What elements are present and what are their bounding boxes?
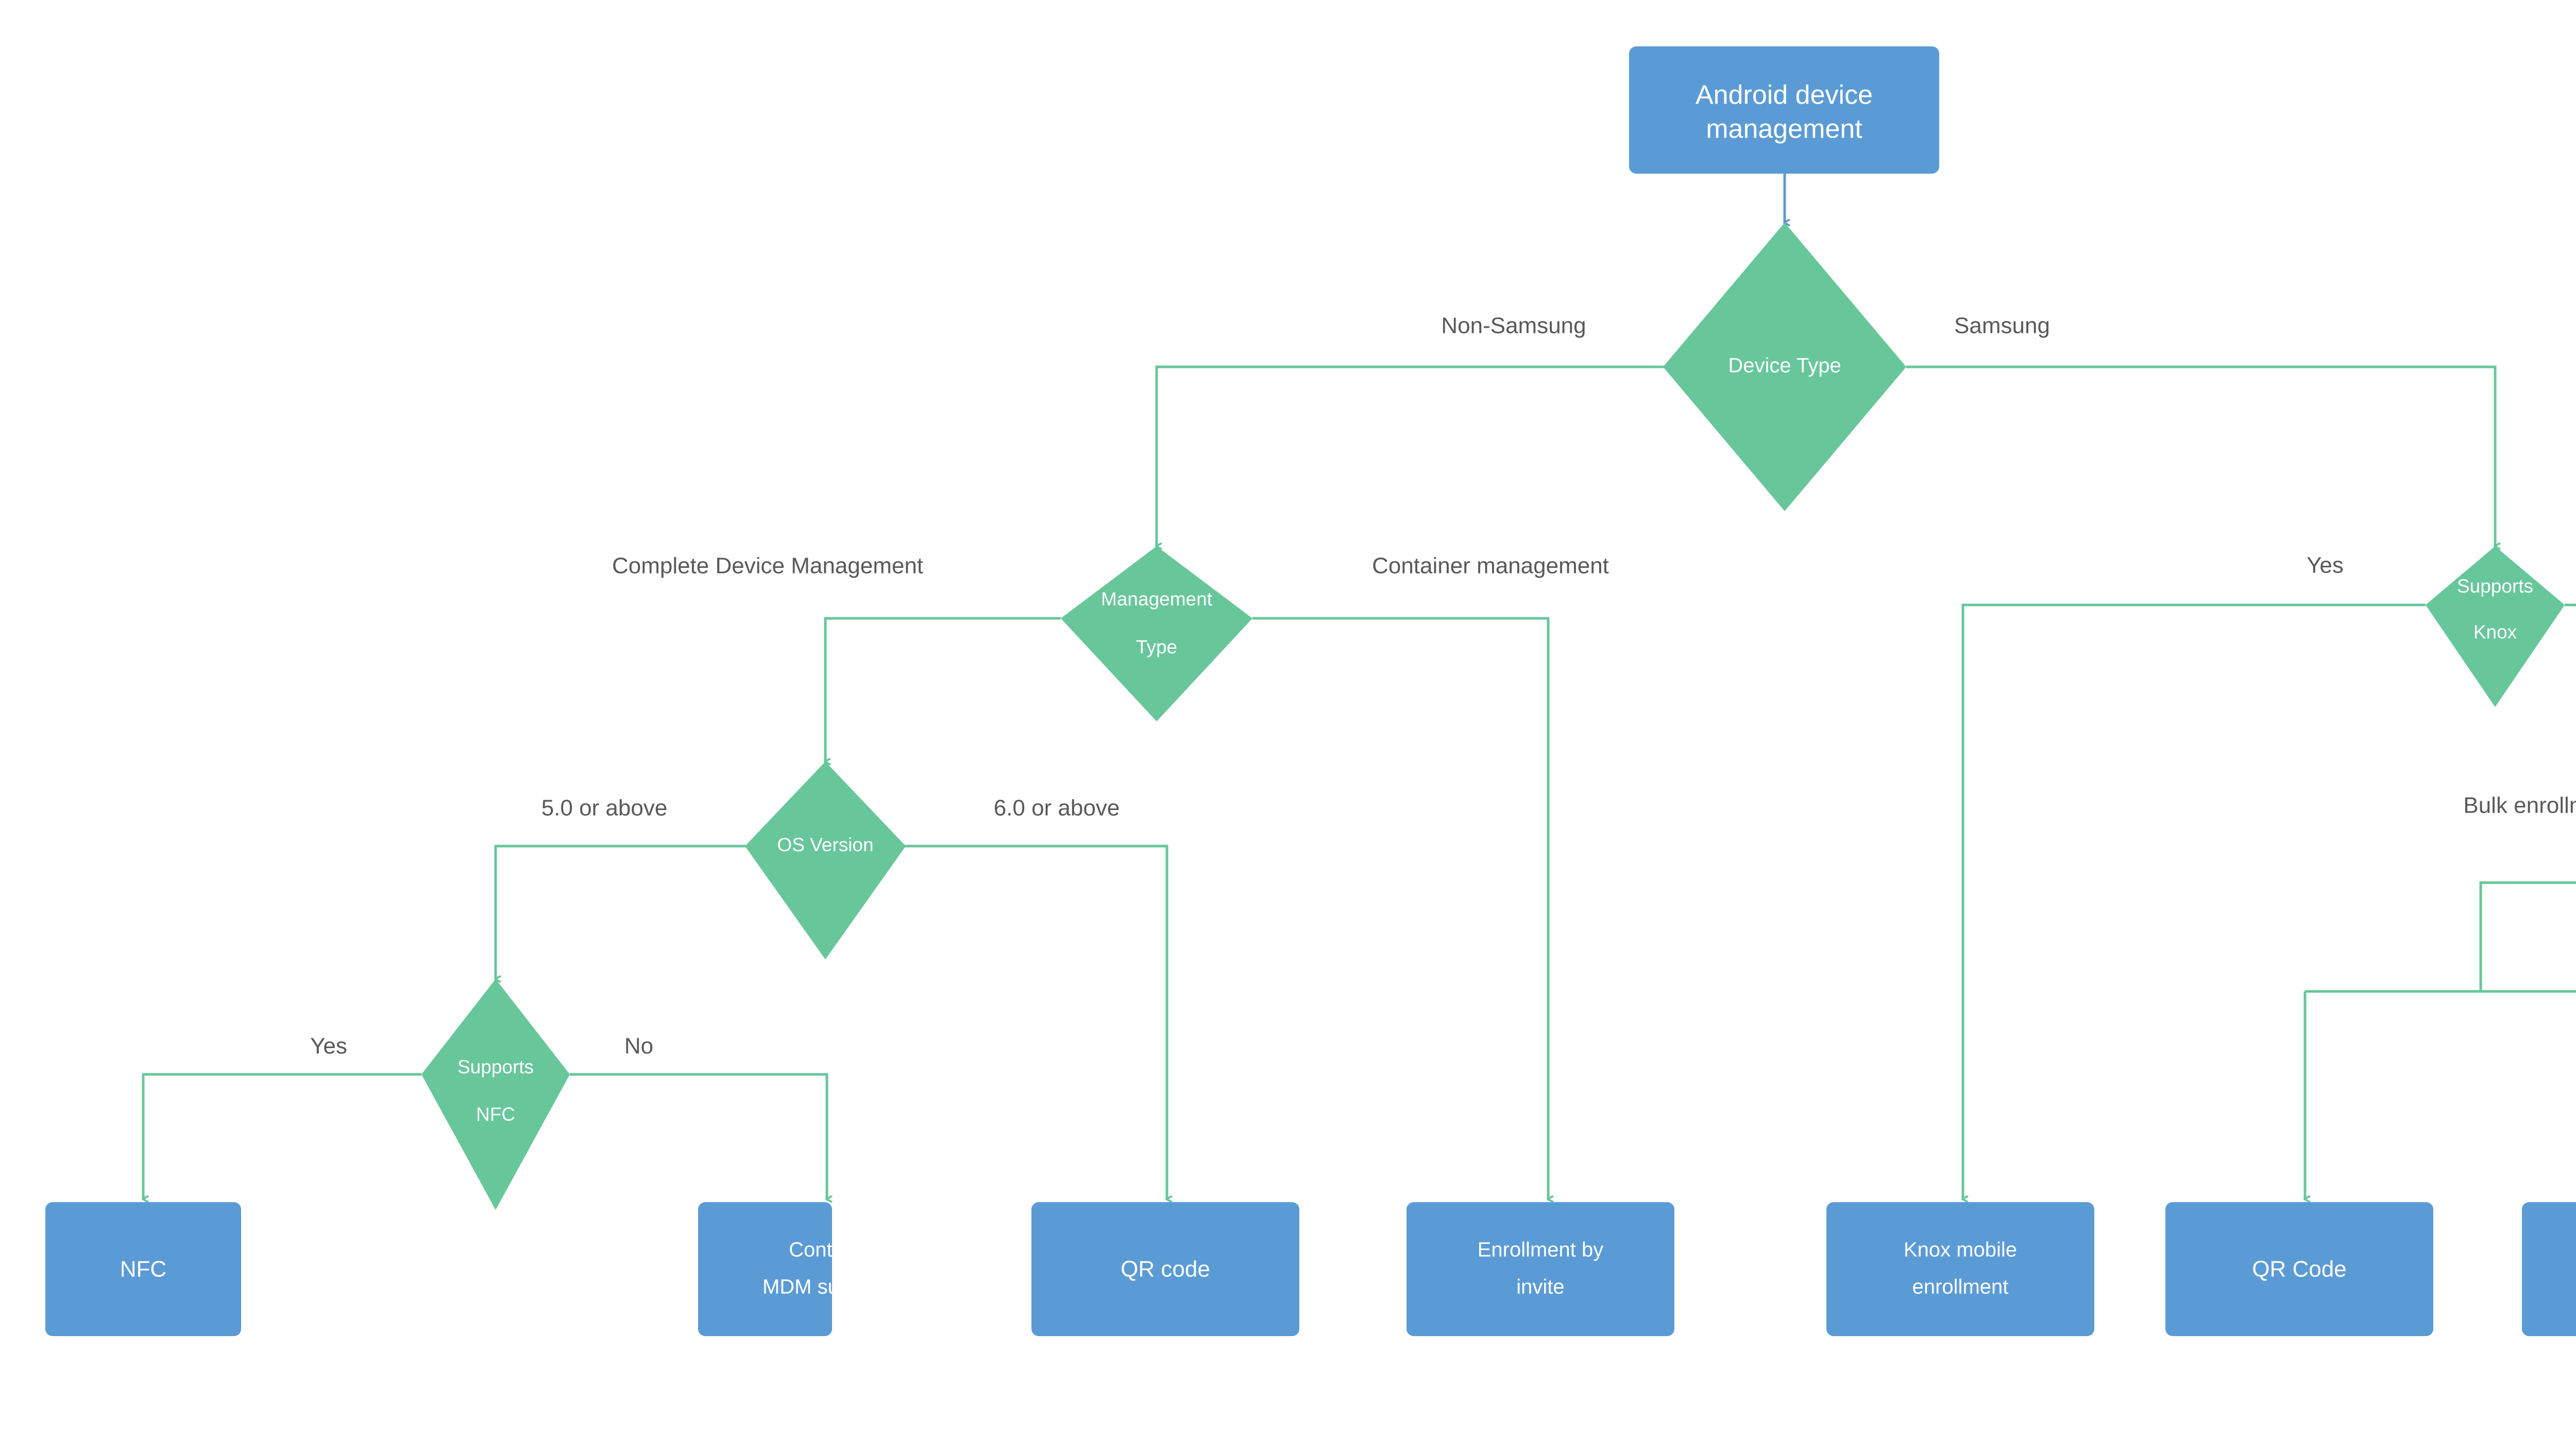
edge-label-supports-nfc-right: No [624, 1034, 653, 1059]
knox-mobile-enrollment-label-line2: enrollment [1912, 1276, 2009, 1299]
node-qr-code-right[interactable]: QR Code [2165, 1202, 2433, 1336]
os-version-label-line1: OS Version [777, 834, 873, 855]
management-type-diamond[interactable] [1061, 546, 1252, 721]
contact-mdm-support-label-line1: Contact [789, 1239, 860, 1261]
qr-code-right-box[interactable] [2165, 1202, 2433, 1336]
connectors [143, 174, 2576, 1199]
node-device-type[interactable]: Device Type [1663, 223, 1906, 511]
os-version-diamond[interactable] [745, 762, 906, 959]
node-contact-mdm-support[interactable]: Contact MDM support [698, 1202, 886, 1336]
node-qr-code-left[interactable]: QR code [1031, 1202, 1299, 1336]
node-android-device-management[interactable]: Android device management [1629, 46, 1939, 174]
edge-label-os-version-right: 6.0 or above [994, 796, 1120, 821]
node-os-version[interactable]: OS Version [745, 762, 906, 959]
supports-nfc-label-line1: Supports [457, 1056, 534, 1077]
enrollment-by-invite-left-box[interactable] [1406, 1202, 1674, 1336]
edge-label-supports-knox-left: Yes [2307, 553, 2344, 578]
edge-label-os-version-left: 5.0 or above [541, 796, 668, 821]
node-supports-nfc[interactable]: Supports NFC [421, 979, 570, 1210]
management-type-label-line1: Management [1101, 588, 1213, 610]
supports-knox-label-line1: Supports [2457, 576, 2533, 597]
node-management-type[interactable]: Management Type [1061, 546, 1252, 721]
connector-supports-knox-left [1963, 603, 2426, 1199]
nfc-left-label-line1: NFC [120, 1257, 166, 1282]
contact-mdm-support-box[interactable] [698, 1202, 832, 1336]
node-nfc-left[interactable]: NFC [45, 1202, 241, 1336]
edge-label-supports-nfc-left: Yes [310, 1034, 347, 1059]
nfc-right-box[interactable] [2522, 1202, 2576, 1336]
edge-label-management-type-right: Container management [1372, 553, 1609, 579]
edge-label-enrollment-type-left: Bulk enrollment [2463, 793, 2576, 818]
connector-os-version-right [905, 845, 1167, 1199]
android-device-management-label-line1: Android device [1696, 80, 1873, 110]
node-enrollment-by-invite-left[interactable]: Enrollment by invite [1406, 1202, 1674, 1336]
enrollment-by-invite-left-label-line2: invite [1516, 1276, 1564, 1299]
management-type-label-line2: Type [1136, 636, 1177, 657]
supports-nfc-diamond[interactable] [421, 979, 570, 1210]
android-device-management-label-line2: management [1706, 114, 1862, 144]
supports-nfc-label-line2: NFC [476, 1104, 515, 1125]
edge-label-device-type-left: Non-Samsung [1441, 313, 1586, 339]
connector-supports-nfc-left [143, 1073, 421, 1199]
knox-mobile-enrollment-label-line1: Knox mobile [1904, 1239, 2017, 1261]
edge-label-device-type-right: Samsung [1954, 313, 2050, 339]
edge-label-management-type-left: Complete Device Management [612, 553, 923, 579]
android-device-management-box[interactable] [1629, 46, 1939, 174]
connector-management-type-left [825, 617, 1061, 762]
connector-enrollment-type-left-trunk [2479, 881, 2576, 991]
device-type-label-line1: Device Type [1728, 355, 1841, 377]
qr-code-left-box[interactable] [1031, 1202, 1299, 1336]
connector-device-type-left [1157, 365, 1664, 546]
connector-os-version-left [496, 845, 747, 979]
qr-code-left-label-line1: QR code [1121, 1257, 1210, 1282]
connector-device-type-right [1906, 365, 2495, 546]
node-nfc-right[interactable]: NFC [2522, 1202, 2576, 1336]
contact-mdm-support-label-line2: MDM support [762, 1276, 886, 1299]
node-knox-mobile-enrollment[interactable]: Knox mobile enrollment [1826, 1202, 2094, 1336]
connector-supports-knox-right [2565, 603, 2576, 606]
enrollment-by-invite-left-label-line1: Enrollment by [1478, 1239, 1604, 1261]
nfc-left-box[interactable] [45, 1202, 241, 1336]
connector-supports-nfc-right [570, 1073, 827, 1199]
supports-knox-label-line2: Knox [2473, 621, 2517, 643]
supports-knox-diamond[interactable] [2426, 546, 2565, 707]
connector-management-type-right [1252, 617, 1548, 1199]
qr-code-right-label-line1: QR Code [2252, 1257, 2346, 1282]
knox-mobile-enrollment-box[interactable] [1826, 1202, 2094, 1336]
node-supports-knox[interactable]: Supports Knox [2426, 546, 2565, 707]
device-type-diamond[interactable] [1663, 223, 1906, 511]
